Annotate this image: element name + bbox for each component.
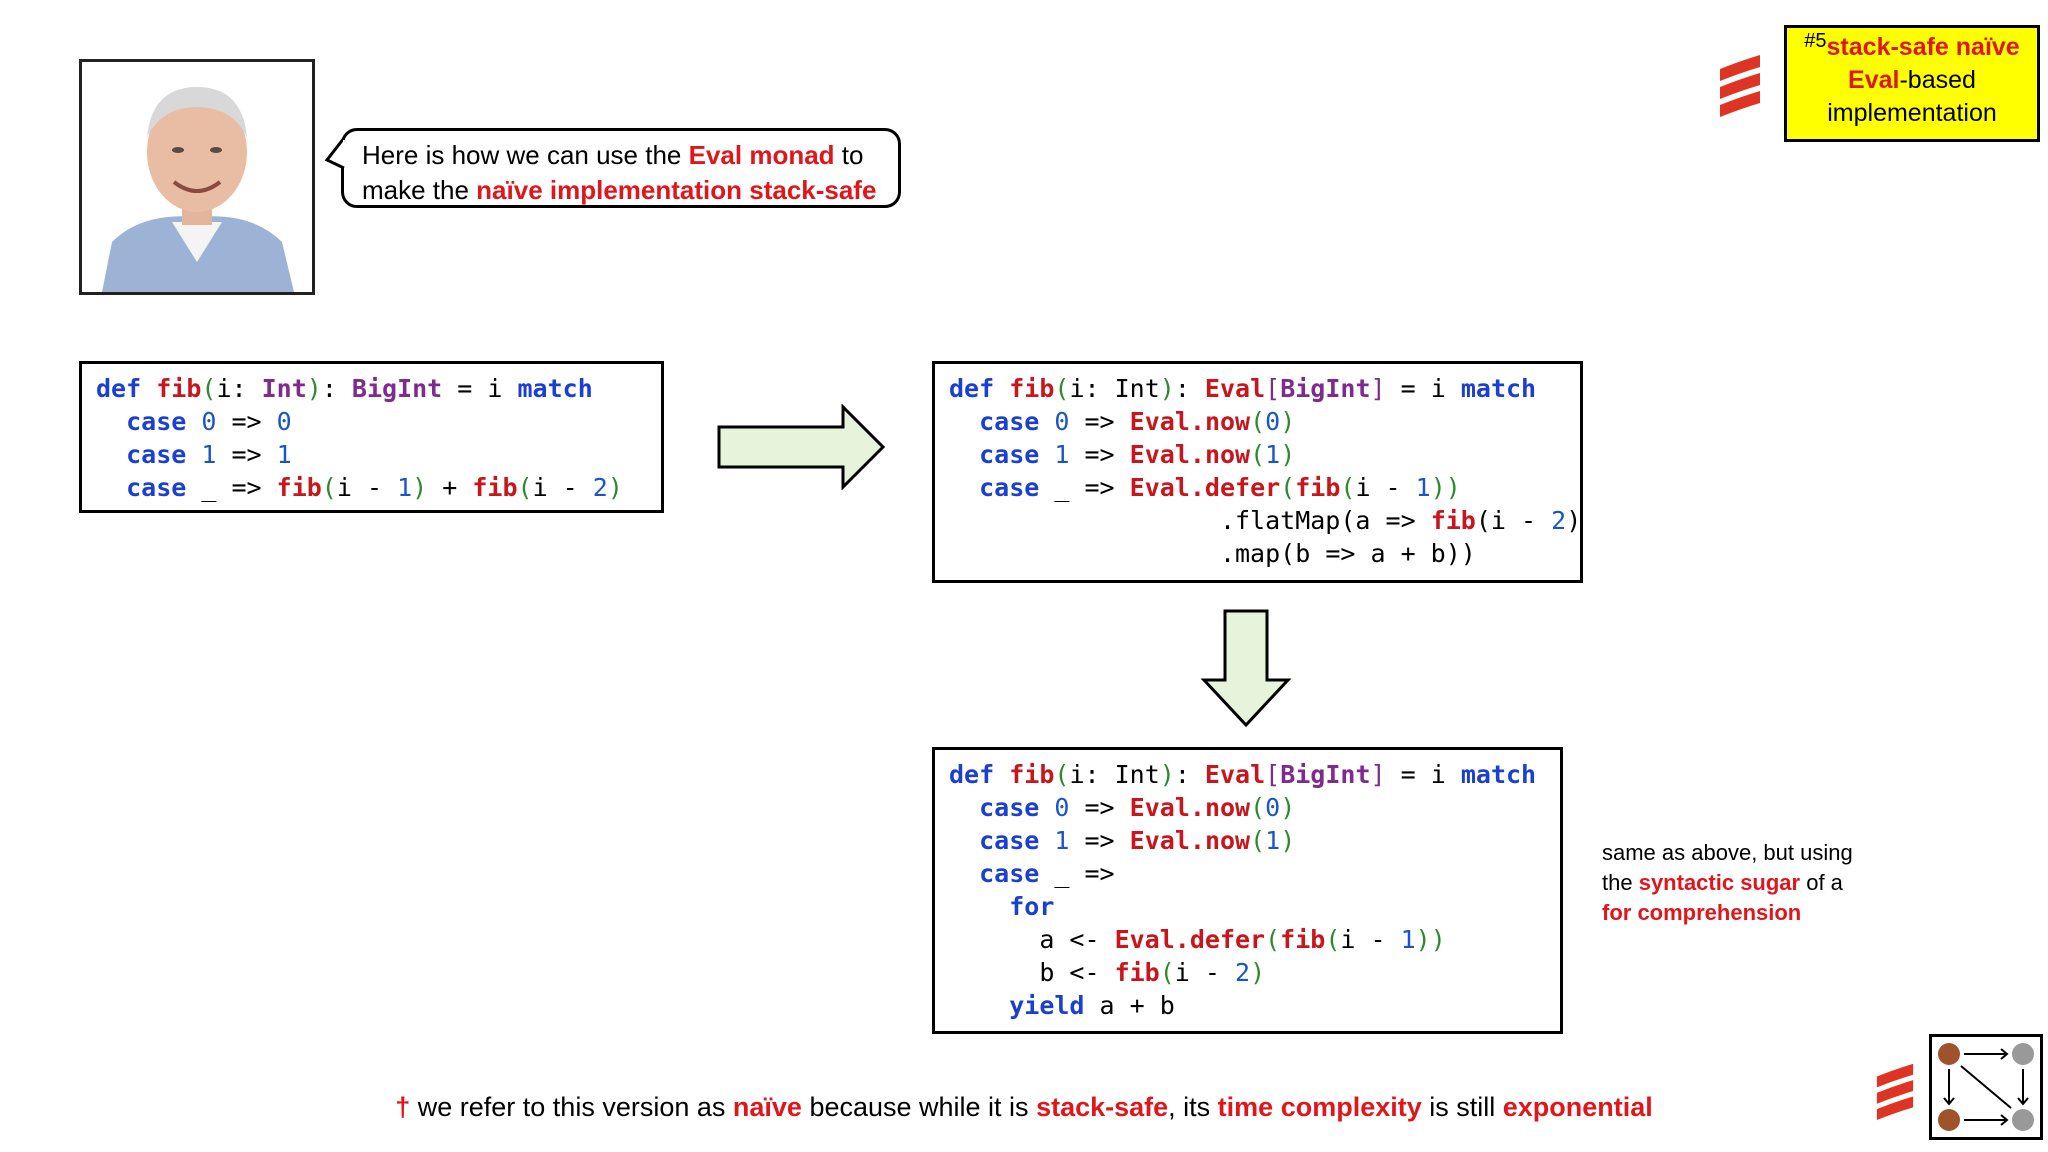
scala-logo-bottom-icon [1876, 1063, 1914, 1120]
category-diagram-logo-icon [1929, 1034, 2043, 1140]
note-line-2: the syntactic sugar of a [1602, 870, 1843, 895]
speech-bubble: Here is how we can use the Eval monad to… [341, 128, 901, 208]
code-eval-fib: def fib(i: Int): Eval[BigInt] = i match … [932, 361, 1583, 583]
slide-badge: #5stack-safe naïve Eval-based implementa… [1784, 25, 2040, 142]
note-line-3: for comprehension [1602, 900, 1802, 925]
footnote: † we refer to this version as naïve beca… [395, 1092, 1653, 1122]
badge-line-3: implementation [1827, 99, 1997, 127]
badge-line-1: #5stack-safe naïve [1804, 30, 2020, 61]
code-for-comprehension-fib: def fib(i: Int): Eval[BigInt] = i match … [932, 747, 1563, 1034]
presenter-photo [79, 59, 315, 295]
down-arrow-icon [1201, 609, 1291, 728]
code-naive-fib: def fib(i: Int): BigInt = i match case 0… [79, 361, 664, 513]
note-line-1: same as above, but using [1602, 840, 1853, 865]
speech-line-1: Here is how we can use the Eval monad to [362, 140, 864, 170]
speech-line-2: make the naïve implementation stack-safe [362, 175, 877, 205]
right-arrow-icon [717, 404, 886, 490]
speech-bubble-tail [324, 137, 349, 170]
scala-logo-icon [1720, 55, 1760, 117]
side-note: same as above, but using the syntactic s… [1602, 838, 1902, 928]
badge-line-2: Eval-based [1848, 66, 1976, 94]
